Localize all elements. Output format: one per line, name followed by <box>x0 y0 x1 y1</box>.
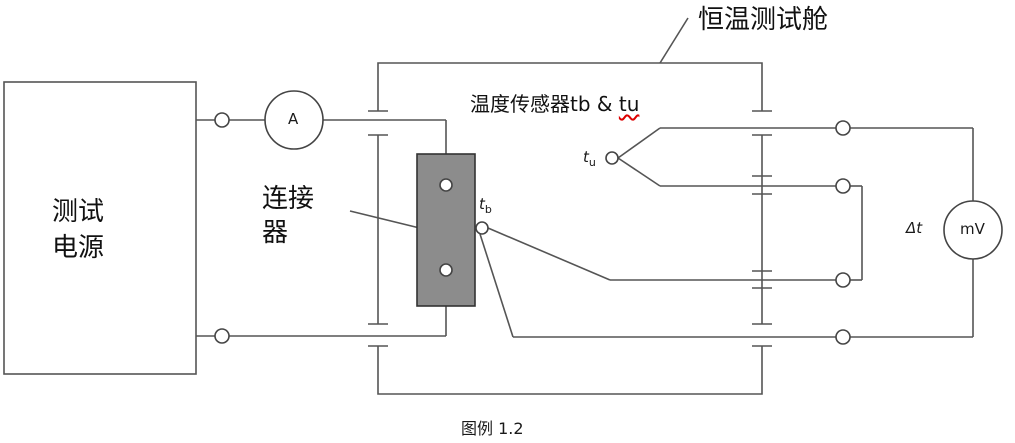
terminal-power-bottom <box>214 328 230 344</box>
millivoltmeter <box>943 200 1003 260</box>
terminal-out-3 <box>835 272 851 288</box>
sensor-label: 温度传感器tb & tu <box>470 88 639 117</box>
millivoltmeter-symbol: mV <box>960 220 985 238</box>
figure-caption: 图例 1.2 <box>461 419 524 438</box>
sensor-tu-terminal <box>605 151 619 165</box>
ammeter-symbol: A <box>288 110 299 128</box>
chamber-bottom <box>377 346 763 395</box>
terminal-out-1 <box>835 120 851 136</box>
connector-label-line2: 器 <box>262 218 289 248</box>
sensor-label-underlined: tu <box>618 92 640 116</box>
ammeter <box>264 90 324 150</box>
terminal-out-2 <box>835 178 851 194</box>
chamber-title: 恒温测试舱 <box>698 5 829 35</box>
tb-label: tb <box>479 195 492 216</box>
sensor-label-text: 温度传感器tb & <box>470 92 619 116</box>
terminal-power-top <box>214 112 230 128</box>
connector-pin-top <box>439 178 453 192</box>
tu-label: tu <box>583 148 596 169</box>
sensor-tb-terminal <box>475 221 489 235</box>
power-source-label-line1: 测试 <box>52 197 105 227</box>
connector-block <box>416 153 476 307</box>
delta-t-label: Δt <box>906 219 923 237</box>
title-leader <box>659 17 689 64</box>
connector-label-line1: 连接 <box>262 184 315 214</box>
terminal-out-4 <box>835 329 851 345</box>
connector-pin-bottom <box>439 263 453 277</box>
chamber-top <box>377 62 763 111</box>
power-source-label-line2: 电源 <box>52 233 105 263</box>
power-source-box <box>3 81 197 375</box>
